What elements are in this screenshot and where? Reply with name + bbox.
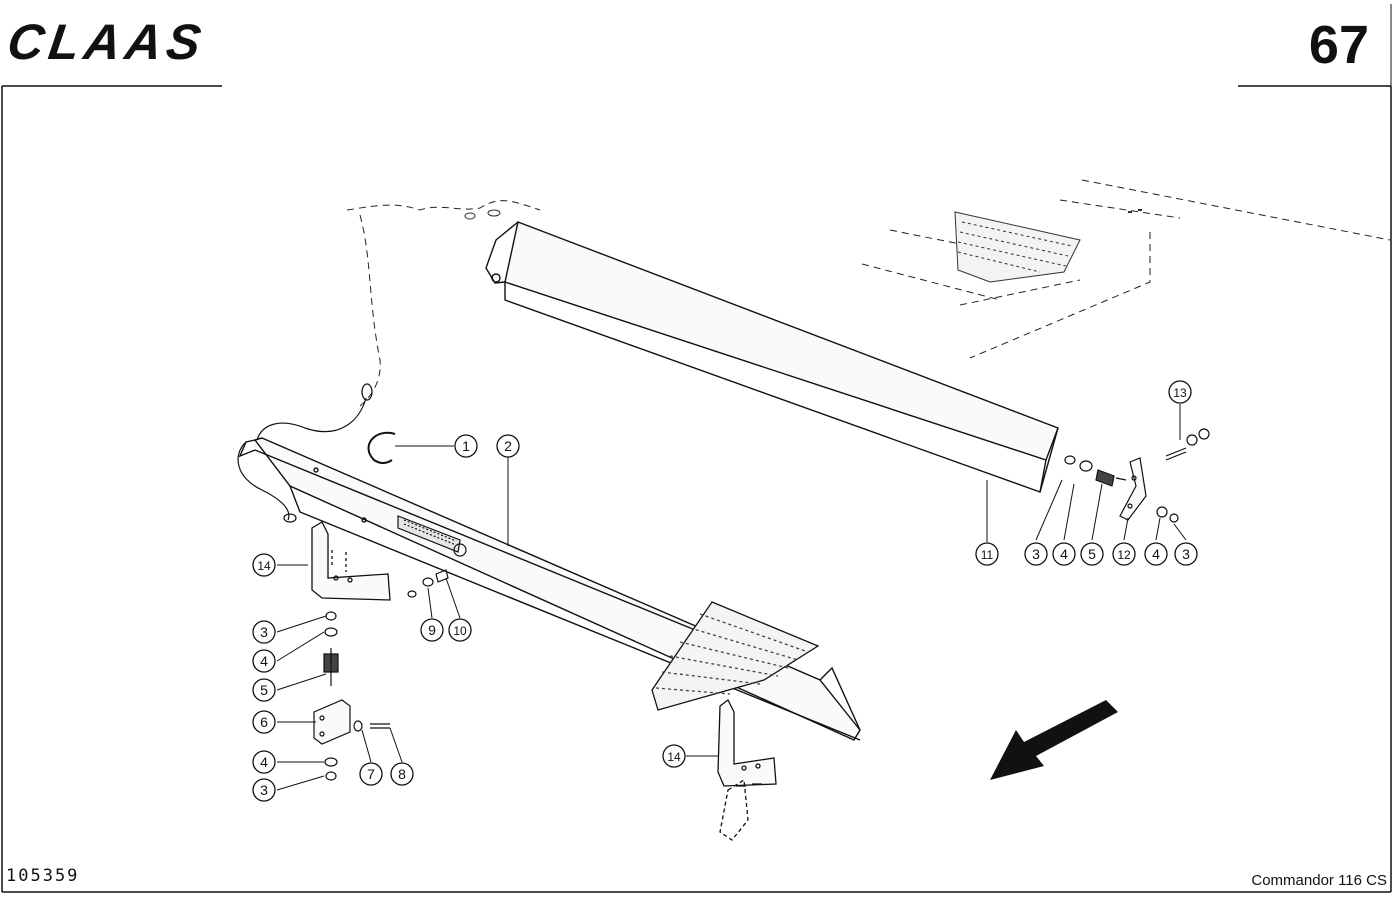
upper-mesh-panel <box>464 209 1142 283</box>
callout-12: 12 <box>1112 542 1136 566</box>
callout-label: 12 <box>1117 548 1131 562</box>
callout-label: 4 <box>260 653 268 669</box>
callout-14: 14 <box>252 553 276 577</box>
callout-label: 7 <box>367 766 375 782</box>
callout-4: 4 <box>1052 542 1076 566</box>
callout-circle <box>1024 542 1048 566</box>
callout-circle <box>1112 542 1136 566</box>
left-hardware-stack <box>313 611 390 781</box>
callout-13: 13 <box>1168 380 1192 404</box>
callout-label: 3 <box>1032 546 1040 562</box>
slot-plate <box>397 515 467 557</box>
callout-14: 14 <box>662 744 686 768</box>
callout-circle <box>252 750 276 774</box>
document-number: 105359 <box>6 866 80 886</box>
callout-7: 7 <box>359 762 383 786</box>
callout-circle <box>448 618 472 642</box>
callout-label: 8 <box>398 766 406 782</box>
callout-3: 3 <box>1174 542 1198 566</box>
callout-label: 4 <box>260 754 268 770</box>
callout-label: 13 <box>1173 386 1187 400</box>
mesh-step-plate <box>651 601 820 711</box>
callout-label: 3 <box>1182 546 1190 562</box>
upper-cover-panel <box>485 221 1059 493</box>
callout-label: 4 <box>1152 546 1160 562</box>
callout-4: 4 <box>252 750 276 774</box>
callout-1: 1 <box>454 434 478 458</box>
callout-circle <box>252 620 276 644</box>
callout-label: 2 <box>504 438 512 454</box>
hose-clamp <box>367 431 396 464</box>
callout-3: 3 <box>252 778 276 802</box>
callout-5: 5 <box>1080 542 1104 566</box>
direction-arrow <box>990 700 1118 780</box>
callout-circle <box>496 434 520 458</box>
callout-circle <box>975 542 999 566</box>
bracket-14-left <box>311 521 391 601</box>
sheet-border <box>1 4 1392 893</box>
callout-4: 4 <box>1144 542 1168 566</box>
callout-6: 6 <box>252 710 276 734</box>
callout-label: 11 <box>981 548 994 562</box>
callout-3: 3 <box>252 620 276 644</box>
callout-label: 6 <box>260 714 268 730</box>
callout-circle <box>359 762 383 786</box>
callout-circle <box>252 778 276 802</box>
callout-8: 8 <box>390 762 414 786</box>
callout-label: 9 <box>428 622 436 638</box>
callout-circle <box>1144 542 1168 566</box>
callout-circle <box>662 744 686 768</box>
mid-hardware-9-10 <box>407 569 449 598</box>
callout-label: 14 <box>257 559 271 573</box>
callout-label: 3 <box>260 624 268 640</box>
callout-circle <box>252 678 276 702</box>
callout-9: 9 <box>420 618 444 642</box>
callout-circle <box>390 762 414 786</box>
callout-circle <box>420 618 444 642</box>
callout-circle <box>1052 542 1076 566</box>
callout-circle <box>1174 542 1198 566</box>
callout-label: 4 <box>1060 546 1068 562</box>
callout-circle <box>252 710 276 734</box>
callout-4: 4 <box>252 649 276 673</box>
callout-circle <box>1080 542 1104 566</box>
callout-circle <box>1168 380 1192 404</box>
bracket-14-right <box>717 699 777 841</box>
hose-line <box>237 383 373 523</box>
callout-circle <box>454 434 478 458</box>
right-hardware-stack <box>1064 428 1210 523</box>
page-number: 67 <box>1308 15 1369 75</box>
callout-label: 5 <box>260 682 268 698</box>
callout-label: 1 <box>462 438 470 454</box>
callout-11: 11 <box>975 542 999 566</box>
callout-label: 3 <box>260 782 268 798</box>
callout-5: 5 <box>252 678 276 702</box>
callout-label: 10 <box>453 624 467 638</box>
model-name: Commandor 116 CS <box>1251 872 1387 889</box>
callout-circle <box>252 553 276 577</box>
callout-label: 14 <box>667 750 681 764</box>
leader-lines <box>276 404 1187 791</box>
callout-circle <box>252 649 276 673</box>
callout-2: 2 <box>496 434 520 458</box>
callout-label: 5 <box>1088 546 1096 562</box>
callout-10: 10 <box>448 618 472 642</box>
callout-3: 3 <box>1024 542 1048 566</box>
